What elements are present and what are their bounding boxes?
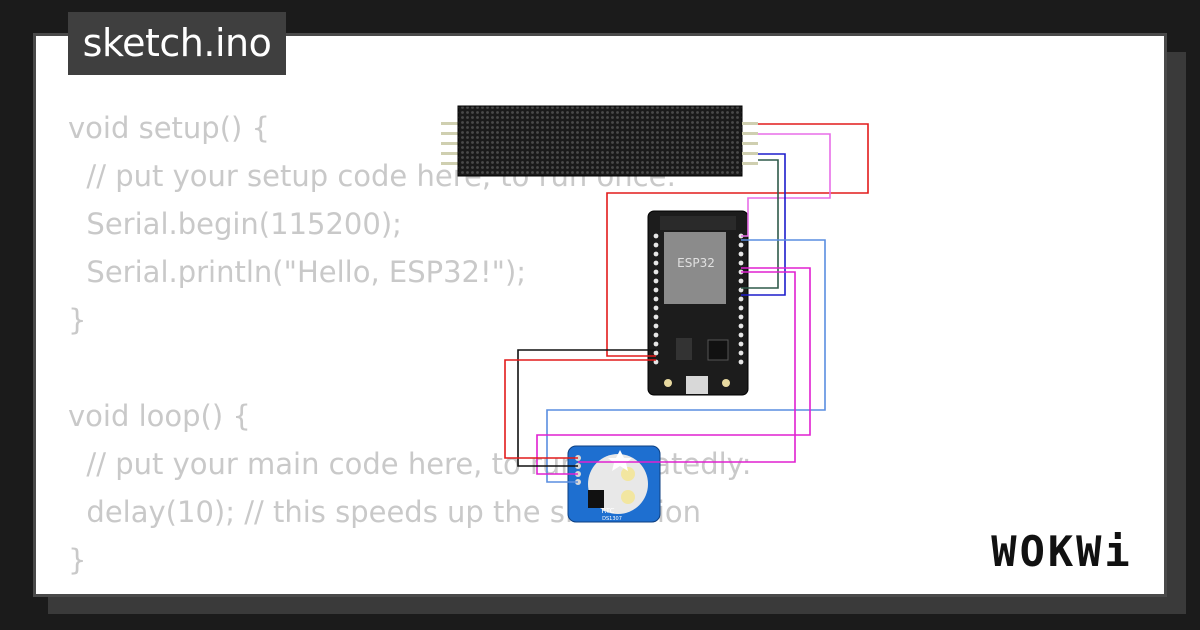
file-tab[interactable]: sketch.ino <box>68 12 286 75</box>
esp32-pins-right <box>738 233 744 365</box>
wire-magenta-rtc-b <box>578 271 796 463</box>
wire-pink-matrix <box>741 133 831 237</box>
matrix-left-pins <box>441 122 459 165</box>
code-line: Serial.begin(115200); <box>68 207 402 241</box>
esp32-pins-left <box>653 233 659 365</box>
rtc-chip-label: DS1307 <box>602 516 622 522</box>
wire-red-rtc <box>504 359 656 459</box>
code-line: } <box>68 543 87 577</box>
wires <box>504 123 869 483</box>
wire-red-matrix <box>606 123 869 357</box>
wire-magenta-rtc-a <box>536 267 811 475</box>
code-line: void loop() { <box>68 399 251 433</box>
matrix-right-pins <box>742 122 758 165</box>
wire-blue-matrix <box>741 153 786 296</box>
esp32-label: ESP32 <box>677 256 715 270</box>
wire-black-rtc <box>517 349 656 467</box>
rtc-label: RTC <box>601 507 614 515</box>
wire-darkgreen-matrix <box>741 159 779 289</box>
wire-lightblue-rtc <box>546 239 826 483</box>
rtc-module[interactable]: RTC DS1307 <box>567 445 661 523</box>
led-matrix[interactable] <box>441 105 758 177</box>
code-line: void setup() { <box>68 111 270 145</box>
wokwi-logo: WOKWi <box>991 527 1133 576</box>
esp32-board[interactable]: ESP32 <box>647 210 749 396</box>
code-line: } <box>68 303 87 337</box>
code-line: Serial.println("Hello, ESP32!"); <box>68 255 527 289</box>
